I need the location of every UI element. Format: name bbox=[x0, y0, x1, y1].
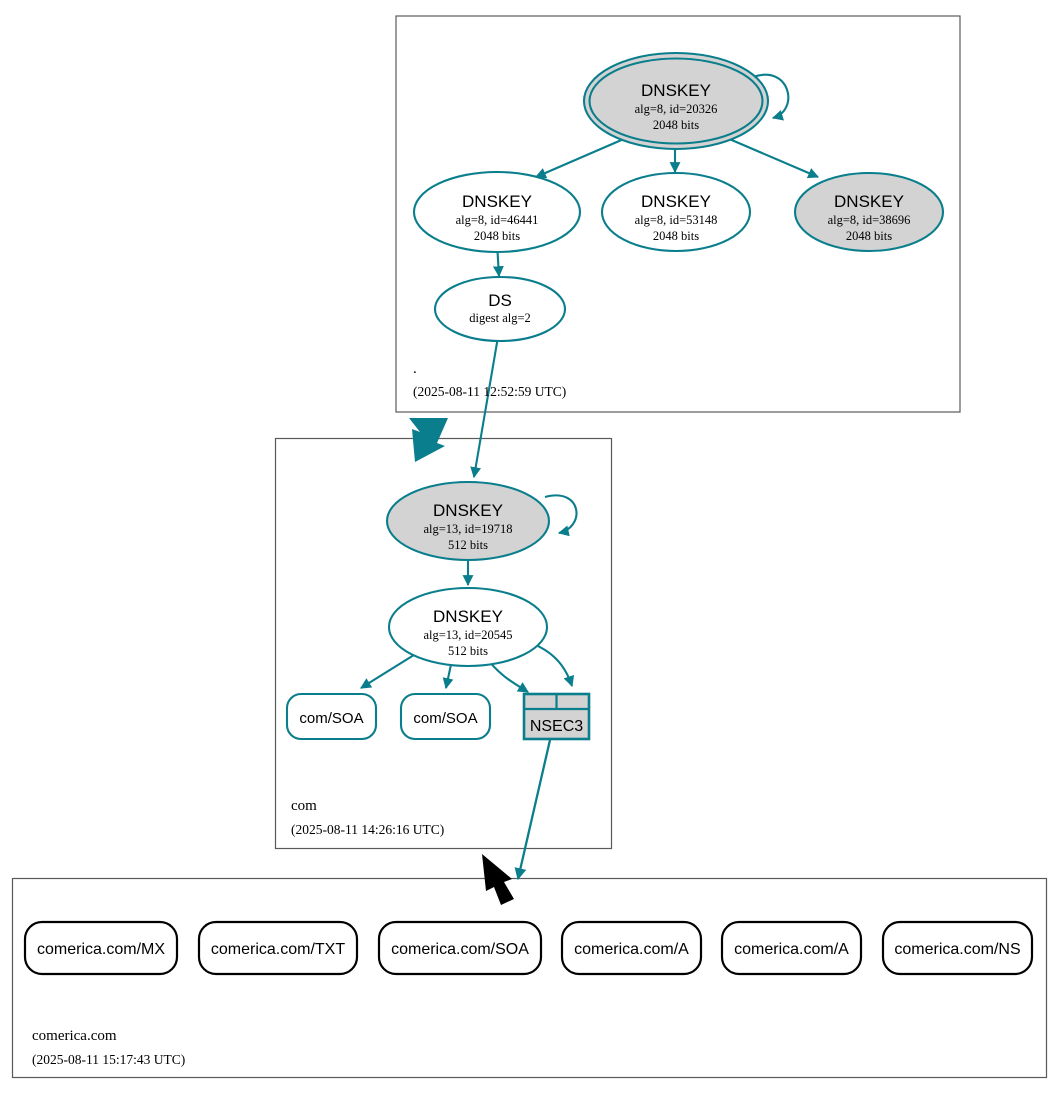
dnskey-bits: 2048 bits bbox=[653, 118, 699, 132]
edge-root-ksk-to-zsk-46441 bbox=[534, 134, 634, 179]
rrset-node-com-soa-1[interactable]: com/SOA bbox=[285, 692, 378, 741]
dnskey-alg-id: alg=8, id=53148 bbox=[635, 213, 718, 227]
rrset-label: com/SOA bbox=[299, 710, 363, 727]
dnskey-alg-id: alg=8, id=20326 bbox=[635, 102, 718, 116]
rrset-label: com/SOA bbox=[413, 710, 477, 727]
edge-com-zsk-to-com-soa-1 bbox=[360, 649, 423, 689]
rrset-label: comerica.com/SOA bbox=[391, 941, 529, 958]
rrset-node-comerica-a-1[interactable]: comerica.com/A bbox=[560, 920, 703, 976]
rrset-node-comerica-ns[interactable]: comerica.com/NS bbox=[881, 920, 1034, 976]
dnskey-node-com-zsk[interactable]: DNSKEY alg=13, id=20545 512 bits bbox=[387, 586, 549, 668]
zone-delegation-arrow-com-to-comerica bbox=[482, 854, 514, 905]
dnskey-title: DNSKEY bbox=[641, 81, 711, 100]
rrset-node-comerica-txt[interactable]: comerica.com/TXT bbox=[197, 920, 359, 976]
dnskey-bits: 2048 bits bbox=[474, 229, 520, 243]
edge-root-ksk-to-zsk-38696 bbox=[719, 134, 820, 179]
rrset-node-comerica-a-2[interactable]: comerica.com/A bbox=[720, 920, 863, 976]
zone-label-comerica: comerica.com (2025-08-11 15:17:43 UTC) bbox=[32, 1028, 185, 1067]
rrset-label: comerica.com/TXT bbox=[211, 941, 345, 958]
zone-name: . bbox=[413, 361, 417, 377]
ds-node-root[interactable]: DS digest alg=2 bbox=[433, 275, 567, 343]
edge-root-ds-to-com-ksk bbox=[470, 330, 501, 479]
rrset-node-com-soa-2[interactable]: com/SOA bbox=[399, 692, 492, 741]
dnskey-node-root-zsk-38696[interactable]: DNSKEY alg=8, id=38696 2048 bits bbox=[793, 171, 945, 253]
zone-label-com: com (2025-08-11 14:26:16 UTC) bbox=[291, 798, 444, 837]
edge-com-nsec3-to-comerica bbox=[514, 739, 552, 881]
dnskey-title: DNSKEY bbox=[433, 501, 503, 520]
dnskey-node-root-zsk-46441[interactable]: DNSKEY alg=8, id=46441 2048 bits bbox=[412, 170, 582, 254]
zone-label-root: . (2025-08-11 12:52:59 UTC) bbox=[413, 361, 566, 399]
zone-timestamp: (2025-08-11 15:17:43 UTC) bbox=[32, 1052, 185, 1067]
dnskey-alg-id: alg=13, id=20545 bbox=[423, 628, 512, 642]
zone-timestamp: (2025-08-11 14:26:16 UTC) bbox=[291, 822, 444, 837]
nsec3-label: NSEC3 bbox=[530, 718, 583, 735]
edge-root-ksk-self-sign bbox=[752, 73, 790, 121]
dnskey-node-root-ksk[interactable]: DNSKEY alg=8, id=20326 2048 bits bbox=[582, 51, 770, 151]
dnskey-alg-id: alg=8, id=46441 bbox=[456, 213, 539, 227]
dnskey-alg-id: alg=13, id=19718 bbox=[423, 522, 512, 536]
dnskey-title: DNSKEY bbox=[433, 607, 503, 626]
zone-name: comerica.com bbox=[32, 1028, 117, 1044]
zone-delegation-arrow-root-to-com bbox=[409, 418, 448, 462]
dnskey-bits: 2048 bits bbox=[846, 229, 892, 243]
zone-timestamp: (2025-08-11 12:52:59 UTC) bbox=[413, 384, 566, 399]
dnskey-node-root-zsk-53148[interactable]: DNSKEY alg=8, id=53148 2048 bits bbox=[600, 171, 752, 253]
zone-name: com bbox=[291, 798, 317, 814]
dnskey-bits: 2048 bits bbox=[653, 229, 699, 243]
rrset-label: comerica.com/NS bbox=[894, 941, 1020, 958]
dnskey-node-com-ksk[interactable]: DNSKEY alg=13, id=19718 512 bits bbox=[385, 480, 551, 562]
rrset-node-comerica-soa[interactable]: comerica.com/SOA bbox=[377, 920, 543, 976]
ds-title: DS bbox=[488, 291, 512, 310]
dnskey-title: DNSKEY bbox=[834, 192, 904, 211]
rrset-label: comerica.com/MX bbox=[37, 941, 165, 958]
rrset-label: comerica.com/A bbox=[574, 941, 689, 958]
edge-com-ksk-self-sign bbox=[544, 494, 578, 537]
zone-box-comerica bbox=[11, 877, 1048, 1079]
rrset-label: comerica.com/A bbox=[734, 941, 849, 958]
dnskey-bits: 512 bits bbox=[448, 538, 488, 552]
dnskey-title: DNSKEY bbox=[462, 192, 532, 211]
dnskey-alg-id: alg=8, id=38696 bbox=[828, 213, 911, 227]
rrset-node-com-nsec3[interactable]: NSEC3 bbox=[522, 692, 591, 741]
rrset-node-comerica-mx[interactable]: comerica.com/MX bbox=[23, 920, 179, 976]
dnskey-bits: 512 bits bbox=[448, 644, 488, 658]
dnskey-title: DNSKEY bbox=[641, 192, 711, 211]
ds-digest-alg: digest alg=2 bbox=[469, 311, 531, 325]
